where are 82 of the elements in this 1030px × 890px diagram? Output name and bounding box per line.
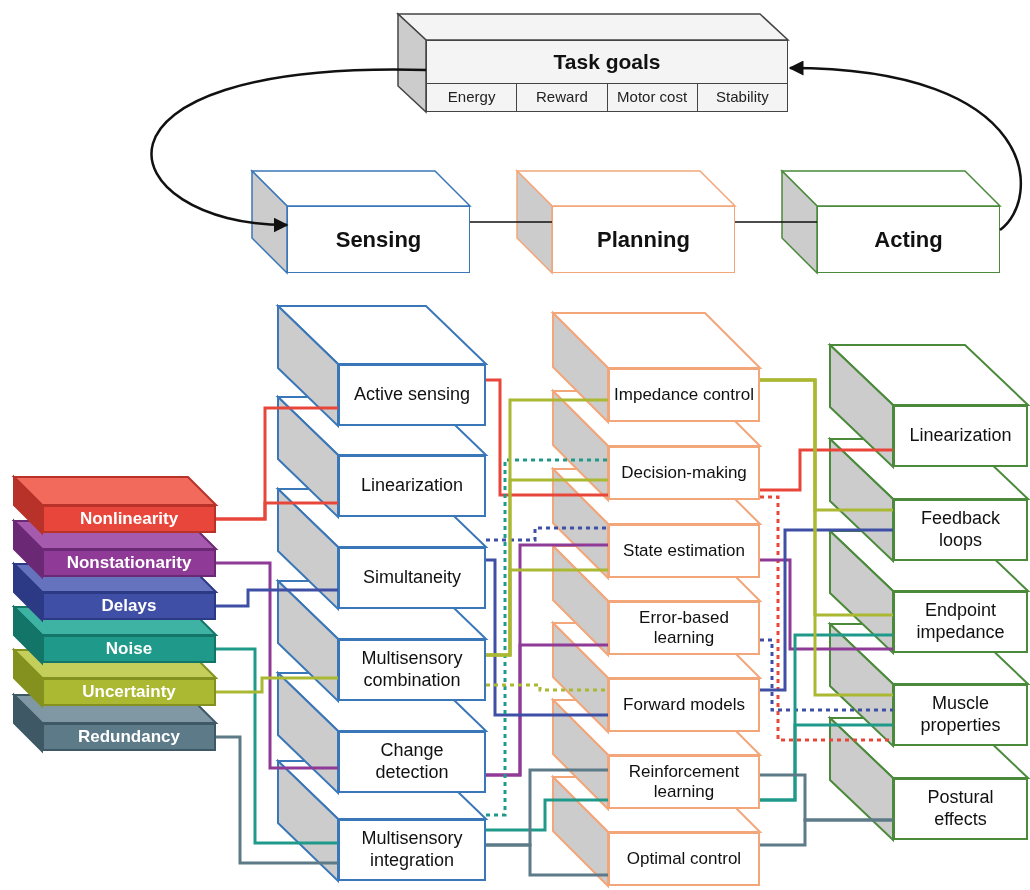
function-block [893, 591, 1028, 653]
curved-arrow [151, 68, 426, 232]
function-block [893, 499, 1028, 561]
block-label: Noise [105, 638, 153, 661]
block-label: Active sensing [353, 384, 471, 406]
function-block [893, 684, 1028, 746]
block-label: Optimal control [626, 848, 742, 870]
block-label: Error-based learning [638, 607, 730, 649]
block-label: Multisensory combination [360, 648, 464, 692]
function-block [338, 547, 486, 609]
stage-block [817, 206, 1000, 273]
function-block [608, 678, 760, 732]
function-block [608, 755, 760, 809]
connector-line [216, 561, 338, 770]
block-label: Linearization [360, 475, 464, 497]
goal-cell-text: Energy [446, 87, 497, 108]
function-block [338, 455, 486, 517]
goal-cell: Stability [696, 84, 787, 111]
challenge-block [42, 505, 216, 533]
block-label: State estimation [623, 540, 745, 562]
block-label: Impedance control [614, 384, 754, 406]
stage-block [552, 206, 735, 273]
function-block [338, 364, 486, 426]
challenge-block [42, 723, 216, 751]
block-title: Task goals [553, 49, 661, 76]
connector-line [216, 647, 338, 845]
goal-cell: Reward [516, 84, 607, 111]
block-label: Linearization [909, 425, 1012, 447]
function-block [608, 446, 760, 500]
connector-line [486, 683, 608, 692]
block-label: Multisensory integration [360, 828, 464, 872]
block-label: Endpoint impedance [915, 600, 1006, 644]
connector-line [216, 588, 338, 608]
function-block [338, 639, 486, 701]
connector-line [760, 818, 893, 847]
challenge-block [42, 635, 216, 663]
connector-line [486, 843, 608, 877]
connector-line [486, 643, 608, 777]
block-label: Simultaneity [362, 567, 461, 589]
function-block [338, 819, 486, 881]
block-label: Sensing [335, 226, 422, 254]
challenge-block [42, 678, 216, 706]
function-block [608, 601, 760, 655]
block-label: Change detection [374, 740, 450, 784]
connector-line [469, 221, 553, 223]
curved-arrow [788, 61, 1022, 231]
connector-line [216, 676, 338, 694]
block-label: Nonlinearity [79, 508, 179, 531]
block-label: Postural effects [926, 787, 995, 831]
connector-line [486, 798, 608, 832]
block-label: Feedback loops [919, 508, 1002, 552]
connector-line [760, 528, 893, 692]
connector-line [734, 221, 818, 223]
block-label: Decision-making [621, 462, 747, 484]
block-label: Acting [874, 226, 943, 254]
block-label: Uncertainty [82, 681, 176, 704]
stage-block [287, 206, 470, 273]
block-label: Delays [101, 595, 157, 618]
function-block [893, 778, 1028, 840]
connector-line [486, 568, 608, 657]
connector-line [760, 638, 893, 712]
block-label: Reinforcement learning [627, 761, 741, 803]
function-block [608, 368, 760, 422]
block-label: Muscle properties [919, 693, 1002, 737]
function-block [608, 524, 760, 578]
block-label: Forward models [623, 694, 745, 716]
block-label: Nonstationarity [66, 552, 192, 575]
function-block [608, 832, 760, 886]
block-label: Planning [597, 226, 690, 254]
challenge-block [42, 592, 216, 620]
block-label: Redundancy [78, 726, 180, 749]
connector-line [760, 723, 893, 802]
function-block [893, 405, 1028, 467]
challenge-block [42, 549, 216, 577]
goal-cell: Motor cost [606, 84, 697, 111]
function-block [338, 731, 486, 793]
connector-line [486, 526, 608, 542]
connector-line [216, 735, 338, 865]
connector-line [760, 378, 893, 697]
connector-line [760, 558, 893, 651]
connector-line [486, 378, 608, 497]
connector-line [486, 458, 608, 817]
